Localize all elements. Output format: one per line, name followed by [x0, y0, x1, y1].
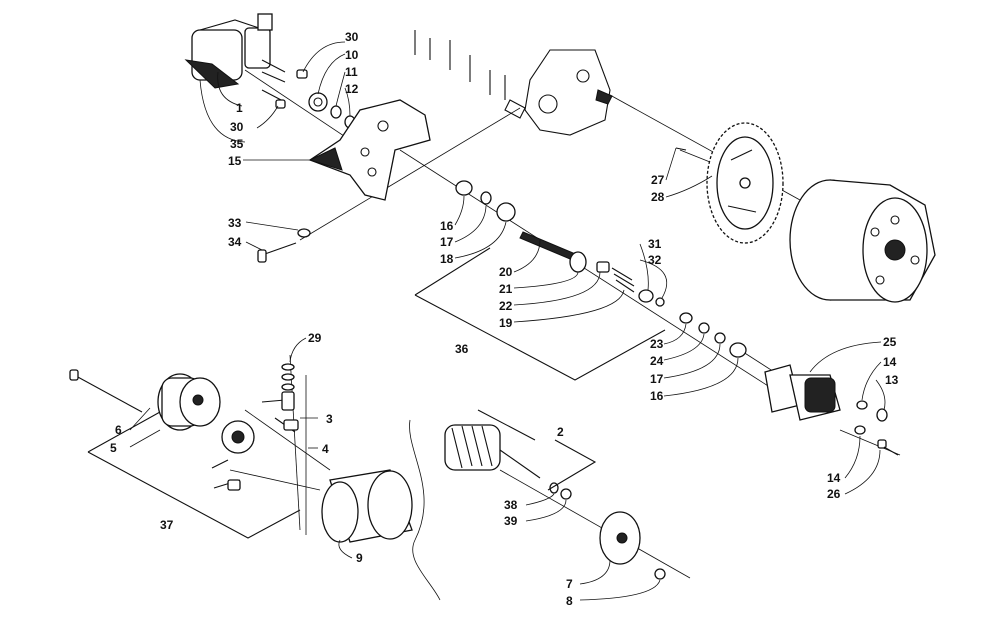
callout-21: 21 [499, 282, 513, 296]
callout-11: 11 [345, 65, 358, 79]
callout-1: 1 [236, 101, 243, 115]
callout-27: 27 [651, 173, 665, 187]
callout-7: 7 [566, 577, 573, 591]
callout-13: 13 [885, 373, 899, 387]
callout-16-top: 16 [440, 219, 454, 233]
armature [444, 424, 572, 500]
mounting-bracket [308, 99, 431, 201]
bendix-parts [455, 180, 747, 358]
callout-30-bottom: 30 [230, 120, 244, 134]
callout-37: 37 [160, 518, 174, 532]
callout-17-top: 17 [440, 235, 454, 249]
callout-36: 36 [455, 342, 469, 356]
callout-14-bottom: 14 [827, 471, 841, 485]
nose-housing [764, 364, 899, 456]
callout-20: 20 [499, 265, 513, 279]
callout-33: 33 [228, 216, 242, 230]
callout-3: 3 [326, 412, 333, 426]
end-cap [157, 373, 221, 431]
callout-6: 6 [115, 423, 122, 437]
callout-17-bottom: 17 [650, 372, 664, 386]
end-plate [599, 511, 666, 580]
callout-2: 2 [557, 425, 564, 439]
callout-4: 4 [322, 442, 329, 456]
callout-19: 19 [499, 316, 513, 330]
callout-26: 26 [827, 487, 841, 501]
callout-34: 34 [228, 235, 242, 249]
callout-5: 5 [110, 441, 117, 455]
callout-25: 25 [883, 335, 897, 349]
leader-lines [129, 41, 886, 601]
callout-18: 18 [440, 252, 454, 266]
callout-31: 31 [648, 237, 662, 251]
terminal-stack [281, 363, 295, 411]
callout-14-top: 14 [883, 355, 897, 369]
callout-8: 8 [566, 594, 573, 608]
callout-12: 12 [345, 82, 359, 96]
callout-22: 22 [499, 299, 513, 313]
screw-and-washer [257, 228, 311, 263]
through-bolt [69, 369, 143, 413]
callout-10: 10 [345, 48, 359, 62]
brush-holder [211, 399, 299, 491]
callout-24: 24 [650, 354, 664, 368]
callout-39: 39 [504, 514, 518, 528]
callout-16-bottom: 16 [650, 389, 664, 403]
field-frame [321, 469, 413, 543]
starter-motor-assembly [184, 13, 286, 103]
callout-15: 15 [228, 154, 242, 168]
callout-35: 35 [230, 137, 244, 151]
callout-29: 29 [308, 331, 322, 345]
callout-9: 9 [356, 551, 363, 565]
ring-gear [675, 122, 784, 244]
group-brackets [87, 247, 666, 539]
callout-32: 32 [648, 253, 662, 267]
callout-labels: 1 2 3 4 5 6 7 8 9 10 11 12 13 14 14 15 1… [110, 30, 899, 608]
callout-30-top: 30 [345, 30, 359, 44]
callout-38: 38 [504, 498, 518, 512]
callout-28: 28 [651, 190, 665, 204]
callout-23: 23 [650, 337, 664, 351]
engine-block [414, 30, 613, 136]
drive-clutch [789, 179, 936, 303]
